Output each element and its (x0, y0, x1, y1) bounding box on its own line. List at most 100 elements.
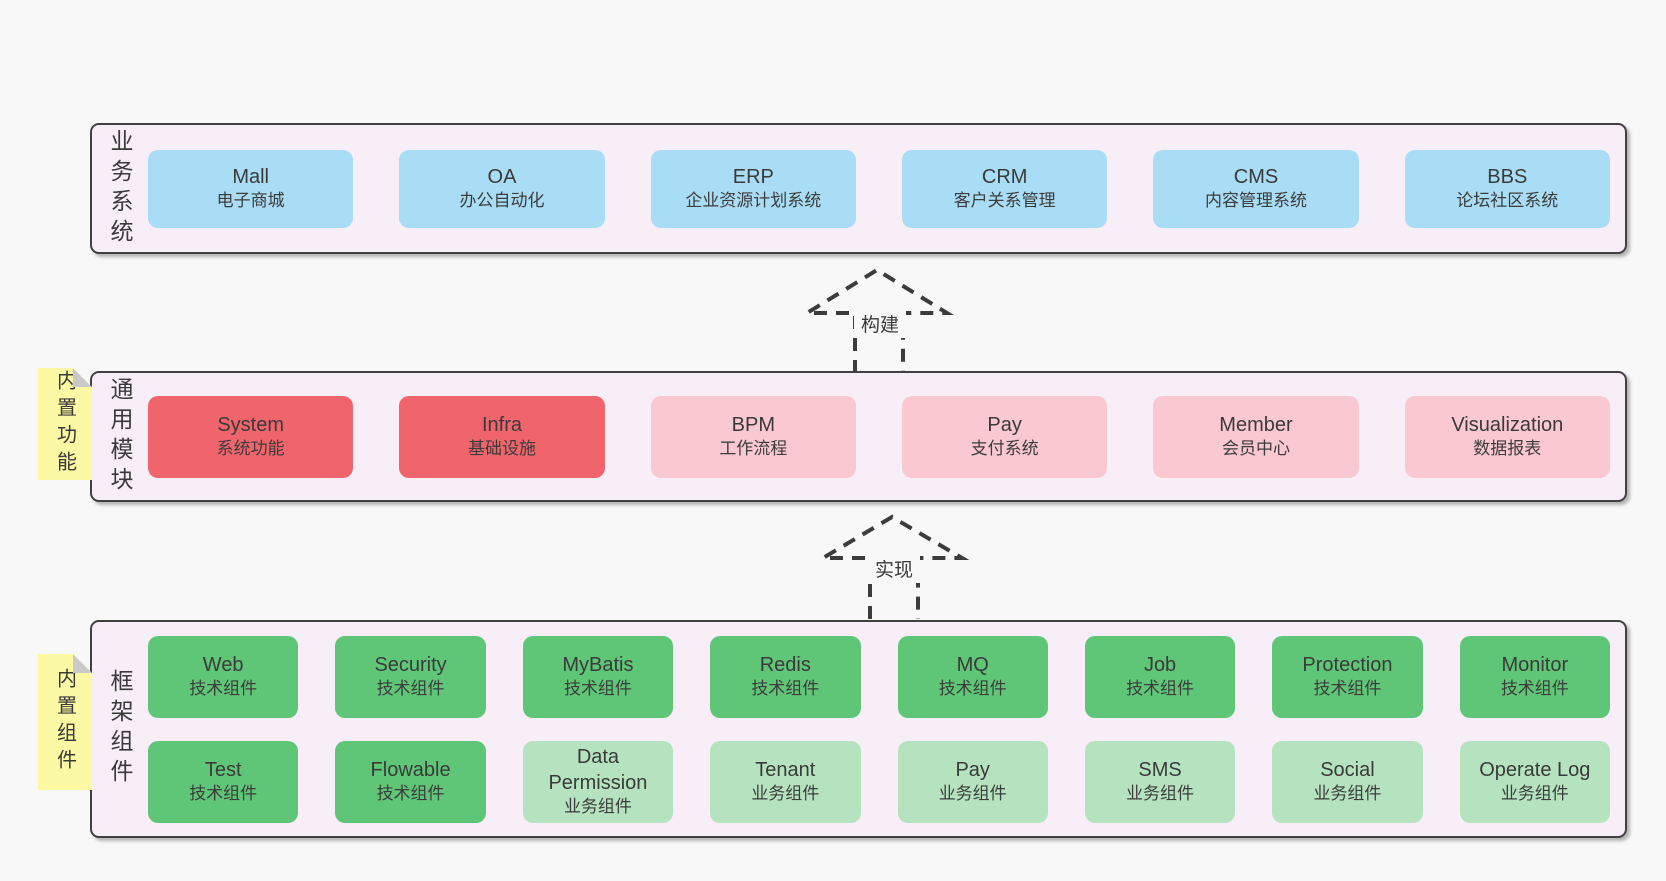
box-name: Protection (1302, 654, 1393, 677)
box-name: Social (1320, 759, 1375, 782)
box-name: CRM (981, 166, 1028, 189)
box-pay-component: Pay 业务组件 (897, 740, 1048, 823)
box-infra: Infra 基础设施 (399, 395, 605, 478)
box-desc: 基础设施 (467, 439, 536, 459)
box-name: Mall (232, 166, 269, 189)
box-desc: 数据报表 (1473, 439, 1542, 459)
box-redis: Redis 技术组件 (710, 635, 861, 718)
box-desc: 业务组件 (938, 784, 1007, 804)
box-desc: 技术组件 (189, 784, 258, 804)
box-desc: 业务组件 (563, 797, 632, 817)
box-crm: CRM 客户关系管理 (901, 149, 1108, 228)
box-erp: ERP 企业资源计划系统 (650, 149, 856, 228)
arrow-label-build: 构建 (854, 308, 906, 338)
box-mq: MQ 技术组件 (897, 635, 1048, 718)
box-desc: 技术组件 (1126, 679, 1195, 699)
box-name: Monitor (1501, 654, 1569, 677)
box-name: Member (1219, 414, 1293, 437)
box-name: ERP (732, 166, 774, 189)
box-mybatis: MyBatis 技术组件 (522, 635, 674, 718)
box-name: Tenant (755, 759, 816, 782)
box-name: Job (1143, 654, 1177, 677)
box-desc: 系统功能 (216, 439, 285, 459)
box-job: Job 技术组件 (1084, 635, 1236, 718)
box-security: Security 技术组件 (335, 635, 486, 718)
box-desc: 技术组件 (938, 679, 1007, 699)
box-name: CMS (1233, 166, 1279, 189)
box-desc: 技术组件 (376, 679, 445, 699)
box-desc: 论坛社区系统 (1456, 191, 1559, 211)
layer-label-common-modules: 通用模块 (107, 376, 133, 497)
box-test: Test 技术组件 (148, 740, 299, 823)
layer-label-framework-components: 框架组件 (107, 669, 133, 789)
box-protection: Protection 技术组件 (1272, 635, 1423, 718)
box-name: MQ (956, 654, 989, 677)
layer-label-business-systems: 业务系统 (107, 128, 133, 249)
box-name: Data Permission (548, 746, 648, 795)
box-tenant: Tenant 业务组件 (710, 740, 861, 823)
sticky-note-built-in-components: 内置组件 (38, 654, 92, 790)
component-rows: Web 技术组件 Security 技术组件 MyBatis 技术组件 Redi… (148, 622, 1625, 836)
box-name: BPM (731, 414, 775, 437)
box-monitor: Monitor 技术组件 (1459, 635, 1610, 718)
box-name: System (217, 414, 284, 437)
box-desc: 业务组件 (1313, 784, 1382, 804)
box-operate-log: Operate Log 业务组件 (1459, 740, 1610, 823)
box-social: Social 业务组件 (1272, 740, 1423, 823)
box-desc: 办公自动化 (459, 191, 545, 211)
box-name: Visualization (1451, 414, 1564, 437)
box-visualization: Visualization 数据报表 (1404, 395, 1610, 478)
box-desc: 技术组件 (1500, 679, 1569, 699)
module-boxes: System 系统功能 Infra 基础设施 BPM 工作流程 Pay 支付系统… (148, 373, 1625, 500)
box-desc: 电子商城 (216, 191, 285, 211)
box-desc: 业务组件 (1126, 784, 1195, 804)
component-row-1: Web 技术组件 Security 技术组件 MyBatis 技术组件 Redi… (148, 635, 1610, 718)
box-member: Member 会员中心 (1153, 395, 1359, 478)
box-desc: 技术组件 (376, 784, 445, 804)
layer-framework-components: 框架组件 Web 技术组件 Security 技术组件 MyBatis 技术组件… (90, 620, 1627, 838)
box-name: Operate Log (1479, 759, 1591, 782)
box-desc: 技术组件 (1313, 679, 1382, 699)
box-name: Pay (955, 759, 990, 782)
box-desc: 业务组件 (1500, 784, 1569, 804)
box-name: SMS (1138, 759, 1182, 782)
box-name: Redis (759, 654, 811, 677)
business-boxes: Mall 电子商城 OA 办公自动化 ERP 企业资源计划系统 CRM 客户关系… (148, 125, 1625, 252)
box-desc: 业务组件 (751, 784, 820, 804)
box-cms: CMS 内容管理系统 (1153, 149, 1359, 228)
box-name: MyBatis (562, 654, 634, 677)
box-name: Web (202, 654, 244, 677)
box-name: Infra (481, 414, 522, 437)
layer-business-systems: 业务系统 Mall 电子商城 OA 办公自动化 ERP 企业资源计划系统 CRM… (90, 123, 1627, 254)
arrow-label-implement: 实现 (868, 553, 920, 583)
box-desc: 内容管理系统 (1204, 191, 1307, 211)
box-flowable: Flowable 技术组件 (335, 740, 486, 823)
box-pay-system: Pay 支付系统 (901, 395, 1108, 478)
box-name: Test (204, 759, 242, 782)
box-oa: OA 办公自动化 (399, 149, 605, 228)
box-desc: 会员中心 (1221, 439, 1290, 459)
box-mall: Mall 电子商城 (148, 149, 354, 228)
box-bpm: BPM 工作流程 (650, 395, 856, 478)
box-name: Pay (987, 414, 1022, 437)
box-desc: 企业资源计划系统 (685, 191, 822, 211)
box-name: Flowable (370, 759, 451, 782)
box-bbs: BBS 论坛社区系统 (1404, 149, 1610, 228)
box-desc: 技术组件 (751, 679, 820, 699)
box-name: Security (374, 654, 447, 677)
box-name: BBS (1487, 166, 1528, 189)
sticky-text: 内置组件 (53, 668, 76, 776)
box-desc: 支付系统 (970, 439, 1039, 459)
box-name: OA (487, 166, 517, 189)
box-data-permission: Data Permission 业务组件 (522, 740, 674, 823)
box-desc: 工作流程 (719, 439, 788, 459)
sticky-note-built-in-features: 内置功能 (38, 368, 92, 480)
box-sms: SMS 业务组件 (1084, 740, 1236, 823)
box-desc: 客户关系管理 (953, 191, 1056, 211)
box-desc: 技术组件 (189, 679, 258, 699)
box-web: Web 技术组件 (148, 635, 299, 718)
layer-common-modules: 通用模块 System 系统功能 Infra 基础设施 BPM 工作流程 Pay… (90, 371, 1627, 502)
box-desc: 技术组件 (563, 679, 632, 699)
sticky-text: 内置功能 (53, 370, 76, 478)
